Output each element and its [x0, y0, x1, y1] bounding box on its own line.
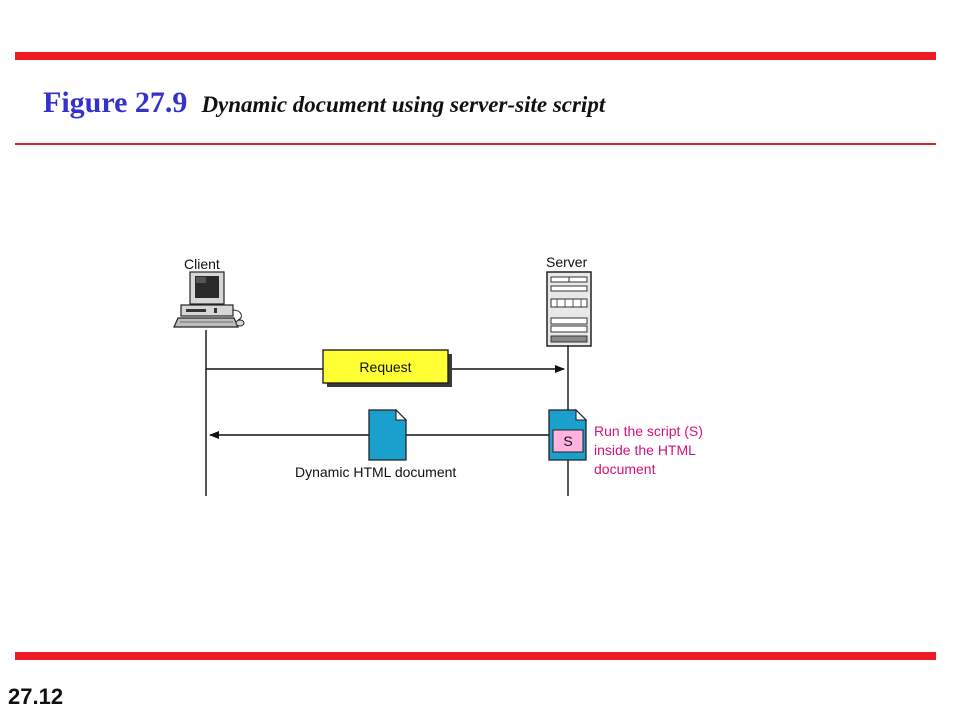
response-label: Dynamic HTML document	[295, 464, 456, 480]
server-icon	[546, 271, 592, 347]
top-red-bar	[15, 52, 936, 60]
figure-caption: Dynamic document using server-site scrip…	[201, 92, 606, 117]
client-label: Client	[184, 256, 220, 272]
title-underline	[15, 143, 936, 145]
script-document-icon	[548, 408, 588, 461]
server-note-line-2: inside the HTML	[594, 442, 696, 458]
client-computer-icon	[173, 271, 245, 328]
dynamic-document-icon	[368, 408, 408, 461]
page-title: Figure 27.9 Dynamic document using server…	[43, 86, 605, 120]
request-box	[322, 349, 452, 387]
request-label: Request	[359, 359, 411, 375]
script-tag-label: S	[563, 433, 572, 449]
server-note-line-1: Run the script (S)	[594, 423, 703, 439]
figure-number: Figure 27.9	[43, 86, 188, 119]
server-label: Server	[546, 254, 588, 270]
server-note-line-3: document	[594, 461, 656, 477]
slide-number: 27.12	[8, 684, 64, 709]
bottom-red-bar	[15, 652, 936, 660]
